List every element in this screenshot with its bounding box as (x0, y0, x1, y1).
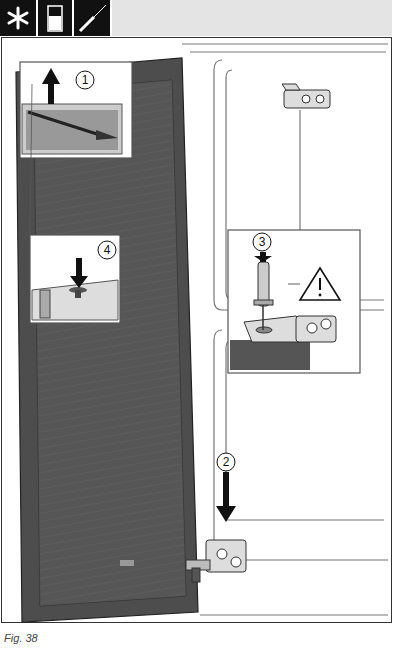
callout-number: 3 (254, 235, 270, 249)
callout-number: 2 (218, 455, 234, 469)
callout-number: 4 (99, 243, 115, 257)
figure-caption: Fig. 38 (4, 632, 38, 644)
callout-number: 1 (77, 73, 93, 87)
